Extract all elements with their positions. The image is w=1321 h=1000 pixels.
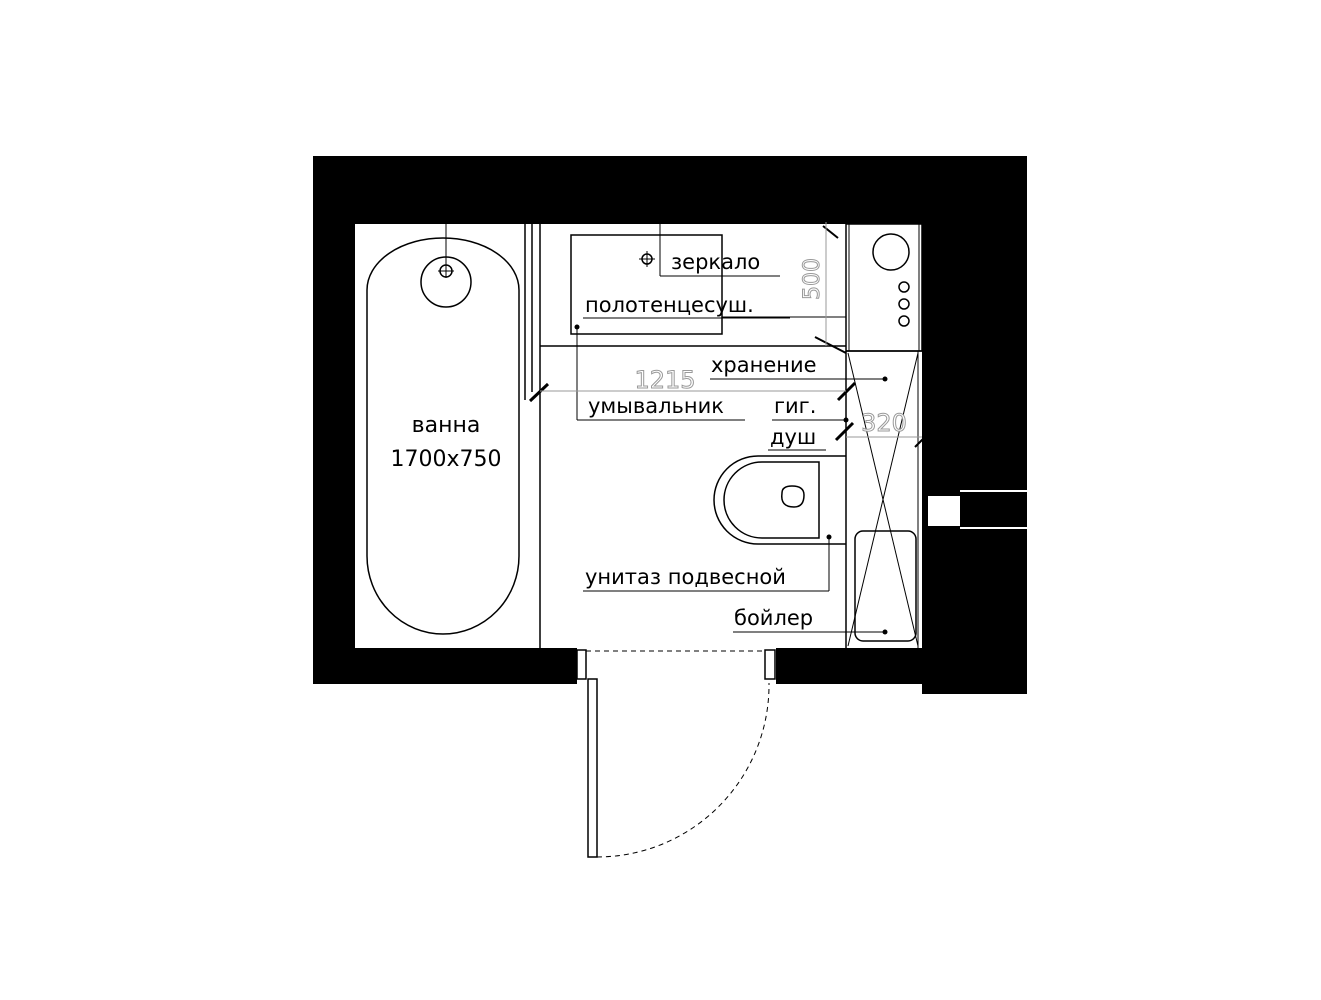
wall-top	[313, 156, 1027, 224]
leader-dot	[843, 417, 849, 423]
washbasin	[570, 234, 723, 335]
door	[576, 649, 776, 858]
door-leaf	[587, 678, 598, 858]
wall-right	[922, 156, 1027, 694]
bathtub-label: ванна	[412, 413, 481, 438]
dimension-500: 500	[800, 258, 825, 300]
boiler-label: бойлер	[734, 606, 813, 630]
wall-bottom-right	[776, 648, 922, 684]
leader-dot	[574, 324, 580, 330]
door-swing-arc	[596, 682, 770, 858]
wall-bottom-left	[313, 648, 577, 684]
washing-machine-knob	[898, 315, 910, 327]
washing-machine-knob	[898, 281, 910, 293]
dimension-lines	[540, 222, 922, 438]
washing-machine-body	[845, 223, 923, 352]
wall-left	[313, 156, 355, 684]
leader-dot	[882, 376, 888, 382]
walls	[313, 156, 1027, 694]
bathtub	[366, 224, 550, 648]
door-jamb-left	[576, 649, 587, 680]
washbasin-label: умывальник	[588, 394, 724, 418]
leader-dot	[826, 534, 832, 540]
towel-dryer-mark	[814, 336, 847, 354]
window-opening	[928, 496, 960, 526]
bathtub-size-label: 1700x750	[391, 447, 502, 472]
washbasin-area	[540, 225, 847, 354]
towel-dryer-label: полотенцесуш.	[585, 293, 754, 317]
shower-label: душ	[770, 425, 816, 449]
shower-mark	[834, 421, 855, 442]
boiler	[854, 530, 917, 642]
mirror-label: зеркало	[671, 250, 760, 274]
toilet-bowl-outer	[713, 455, 846, 545]
washing-machine	[845, 223, 923, 352]
leader-dots	[574, 324, 888, 635]
mirror-mark	[822, 225, 839, 239]
bathtub-shower-mark	[528, 382, 550, 403]
leader-lines	[576, 222, 885, 633]
dimension-1215: 1215	[634, 366, 695, 394]
bathtub-basin	[366, 237, 520, 635]
storage-column	[834, 350, 926, 648]
toilet-bowl-inner	[723, 461, 820, 539]
washing-machine-drum	[872, 233, 910, 271]
toilet-label: унитаз подвесной	[585, 565, 786, 589]
storage-mark	[836, 381, 857, 402]
dimension-320: 320	[861, 409, 907, 437]
leader-dot	[882, 629, 888, 635]
toilet	[713, 455, 846, 545]
window-mark	[914, 436, 926, 448]
toilet-seat	[781, 485, 805, 508]
storage-label: хранение	[711, 353, 817, 377]
hygienic-label: гиг.	[774, 394, 816, 418]
storage-cross	[847, 352, 919, 647]
door-jamb-right	[764, 649, 776, 680]
washing-machine-knob	[898, 298, 910, 310]
